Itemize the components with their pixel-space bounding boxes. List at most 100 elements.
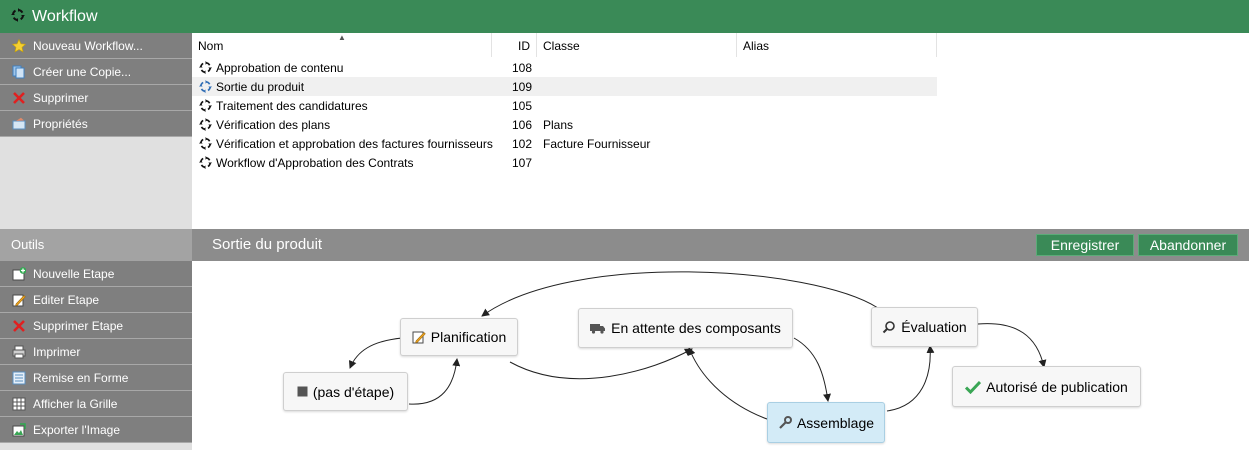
step-node-assemblage[interactable]: Assemblage <box>767 402 885 443</box>
new-workflow-label: Nouveau Workflow... <box>33 38 143 53</box>
copy-icon <box>11 64 27 80</box>
workflow-name-title: Sortie du produit <box>212 236 323 253</box>
actions-panel: Nouveau Workflow... Créer une Copie... S… <box>0 33 192 229</box>
step-node-evaluation[interactable]: Évaluation <box>871 307 978 347</box>
arrow-attente-to-assemblage <box>793 337 831 402</box>
stop-square-icon <box>297 386 308 397</box>
workflow-icon <box>198 79 213 94</box>
save-button[interactable]: Enregistrer <box>1036 234 1134 256</box>
properties-icon <box>11 116 27 132</box>
arrow-planification-to-attente <box>509 348 693 380</box>
row-id: 106 <box>511 118 532 132</box>
row-name: Approbation de contenu <box>216 60 344 75</box>
print-label: Imprimer <box>33 344 81 359</box>
delete-button[interactable]: Supprimer <box>0 85 192 111</box>
row-name: Sortie du produit <box>216 79 305 94</box>
show-grid-button[interactable]: Afficher la Grille <box>0 391 192 417</box>
tools-panel: Nouvelle Etape Editer Etape Supprimer Et… <box>0 261 192 450</box>
table-row[interactable]: Approbation de contenu 108 <box>192 58 937 77</box>
column-header-id[interactable]: ID <box>492 33 537 57</box>
new-workflow-button[interactable]: Nouveau Workflow... <box>0 33 192 59</box>
search-icon <box>882 320 896 334</box>
workflow-canvas[interactable]: Planification En attente des composants … <box>192 261 1249 450</box>
arrow-assemblage-to-evaluation <box>886 345 935 412</box>
export-image-label: Exporter l'Image <box>33 422 120 437</box>
workflow-icon <box>198 117 213 132</box>
row-class: Plans <box>543 118 574 132</box>
row-id: 109 <box>511 80 532 94</box>
node-label: (pas d'étape) <box>312 383 395 400</box>
edit-step-button[interactable]: Editer Etape <box>0 287 192 313</box>
star-icon <box>11 38 27 54</box>
window-titlebar: Workflow <box>0 0 1249 33</box>
canvas-header: Sortie du produit Enregistrer Abandonner <box>192 229 1249 261</box>
row-name: Vérification des plans <box>216 117 331 132</box>
delete-x-icon <box>11 90 27 106</box>
window-title: Workflow <box>32 7 98 25</box>
tools-title: Outils <box>0 229 192 261</box>
row-id: 108 <box>511 61 532 75</box>
table-row[interactable]: Traitement des candidatures 105 <box>192 96 937 115</box>
grid-icon <box>11 396 27 412</box>
table-row[interactable]: Vérification des plans 106 Plans <box>192 115 937 134</box>
workflow-icon <box>198 136 213 151</box>
new-step-label: Nouvelle Etape <box>33 266 115 281</box>
row-name: Vérification et approbation des factures… <box>216 136 493 151</box>
column-header-class[interactable]: Classe <box>537 33 737 57</box>
properties-label: Propriétés <box>33 116 88 131</box>
row-id: 102 <box>511 137 532 151</box>
arrow-assemblage-to-attente <box>687 347 768 420</box>
step-node-authorized-publication[interactable]: Autorisé de publication <box>952 366 1141 407</box>
layout-icon <box>11 370 27 386</box>
column-header-alias[interactable]: Alias <box>737 33 937 57</box>
edit-icon <box>11 292 27 308</box>
edit-icon <box>412 330 426 344</box>
sort-ascending-icon: ▲ <box>338 33 346 42</box>
node-label: Planification <box>430 329 507 345</box>
node-label: En attente des composants <box>611 320 781 336</box>
create-copy-button[interactable]: Créer une Copie... <box>0 59 192 85</box>
table-row[interactable]: Workflow d'Approbation des Contrats 107 <box>192 153 937 172</box>
step-node-waiting-components[interactable]: En attente des composants <box>578 308 793 348</box>
workflow-list: ▲ Nom ID Classe Alias Approbation de con… <box>192 33 1249 229</box>
row-class: Facture Fournisseur <box>543 137 651 151</box>
arrow-pas-etape-to-planification <box>408 358 461 405</box>
delete-step-button[interactable]: Supprimer Etape <box>0 313 192 339</box>
export-image-icon <box>11 422 27 438</box>
table-row-selected[interactable]: Sortie du produit 109 <box>192 77 937 96</box>
abandon-button[interactable]: Abandonner <box>1138 234 1238 256</box>
export-image-button[interactable]: Exporter l'Image <box>0 417 192 443</box>
workflow-icon <box>198 60 213 75</box>
print-button[interactable]: Imprimer <box>0 339 192 365</box>
row-id: 107 <box>511 156 532 170</box>
checkmark-icon <box>965 380 982 394</box>
new-step-button[interactable]: Nouvelle Etape <box>0 261 192 287</box>
delete-x-icon <box>11 318 27 334</box>
create-copy-label: Créer une Copie... <box>33 64 132 79</box>
row-id: 105 <box>511 99 532 113</box>
reformat-button[interactable]: Remise en Forme <box>0 365 192 391</box>
node-label: Assemblage <box>796 414 875 431</box>
arrow-evaluation-to-autorise <box>977 323 1047 368</box>
node-label: Évaluation <box>901 319 967 335</box>
reformat-label: Remise en Forme <box>33 370 129 385</box>
arrow-evaluation-to-planification <box>481 271 879 317</box>
new-step-icon <box>11 266 27 282</box>
row-name: Workflow d'Approbation des Contrats <box>216 155 414 170</box>
printer-icon <box>11 344 27 360</box>
table-row[interactable]: Vérification et approbation des factures… <box>192 134 937 153</box>
delete-label: Supprimer <box>33 90 89 105</box>
row-name: Traitement des candidatures <box>216 98 368 113</box>
step-node-planification[interactable]: Planification <box>400 318 518 356</box>
workflow-icon <box>198 98 213 113</box>
properties-button[interactable]: Propriétés <box>0 111 192 137</box>
wrench-icon <box>778 415 792 430</box>
workflow-icon <box>10 7 26 26</box>
delete-step-label: Supprimer Etape <box>33 318 124 333</box>
step-node-no-step[interactable]: (pas d'étape) <box>283 372 408 411</box>
column-name-label: Nom <box>198 39 224 53</box>
column-header-name[interactable]: ▲ Nom <box>192 33 492 57</box>
truck-icon <box>590 322 606 334</box>
column-class-label: Classe <box>543 39 580 53</box>
column-id-label: ID <box>518 39 530 53</box>
